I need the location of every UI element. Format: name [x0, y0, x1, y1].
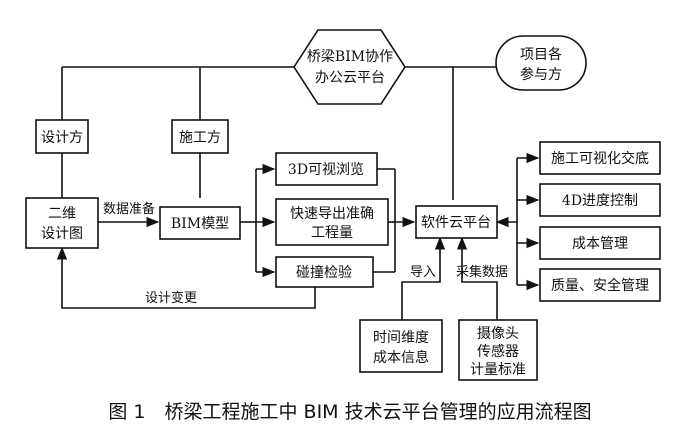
box: [539, 226, 661, 260]
3d-view-label: 3D可视浏览: [288, 162, 364, 178]
box: [275, 152, 378, 186]
node-quantity-export: 快速导出准确 工程量: [275, 198, 389, 246]
box: [159, 206, 241, 240]
figure-caption: 图 1 桥梁工程施工中 BIM 技术云平台管理的应用流程图: [108, 401, 591, 423]
time-cost-label-line2: 成本信息: [373, 349, 429, 366]
constructor-label: 施工方: [179, 130, 221, 146]
arrow-collect: [456, 236, 498, 320]
connectors: [56, 66, 542, 320]
box: [458, 319, 538, 381]
clash-label: 碰撞检验: [296, 265, 352, 281]
drawing-label-line1: 二维: [48, 206, 76, 222]
edge-label-data-prep: 数据准备: [103, 201, 155, 217]
4d-label: 4D进度控制: [562, 193, 638, 209]
quantity-label-line2: 工程量: [311, 225, 353, 241]
box: [539, 141, 661, 175]
hexagon-shape: [293, 29, 406, 105]
node-3d-view: 3D可视浏览: [275, 152, 378, 186]
participants-label-line2: 参与方: [520, 66, 562, 83]
node-out-disclosure: 施工可视化交底: [539, 141, 661, 175]
node-designer: 设计方: [35, 119, 89, 154]
quality-label: 质量、安全管理: [551, 277, 649, 294]
node-constructor: 施工方: [171, 119, 229, 154]
platform-label-line1: 桥梁BIM协作: [307, 49, 393, 65]
node-out-quality: 质量、安全管理: [539, 268, 661, 302]
box: [25, 197, 99, 249]
box: [539, 183, 661, 217]
node-software-cloud: 软件云平台: [415, 205, 498, 239]
drawing-label-line2: 设计图: [41, 226, 83, 242]
node-clash-check: 碰撞检验: [275, 256, 374, 288]
node-out-4d: 4D进度控制: [539, 183, 661, 217]
participants-label-line1: 项目各: [520, 47, 562, 63]
edge-label-collect: 采集数据: [456, 264, 508, 280]
quantity-label-line1: 快速导出准确: [290, 206, 374, 222]
rounded-shape: [495, 35, 587, 91]
disclosure-label: 施工可视化交底: [551, 150, 649, 167]
edge-label-design-change: 设计变更: [145, 290, 197, 306]
platform-label-line2: 办公云平台: [315, 70, 385, 86]
node-platform: 桥梁BIM协作 办公云平台: [293, 29, 406, 105]
node-participants: 项目各 参与方: [495, 35, 587, 91]
edge-label-import: 导入: [410, 265, 436, 280]
box: [359, 319, 443, 373]
arrow-design-change: [56, 246, 316, 309]
software-cloud-label: 软件云平台: [421, 215, 491, 231]
box: [171, 119, 229, 154]
designer-label: 设计方: [41, 130, 83, 146]
bim-model-label: BIM模型: [171, 216, 229, 232]
box: [539, 268, 661, 302]
sensors-label-line3: 计量标准: [470, 362, 526, 378]
box: [35, 119, 89, 154]
node-sensors: 摄像头 传感器 计量标准: [458, 319, 538, 381]
box: [275, 256, 374, 288]
node-time-cost: 时间维度 成本信息: [359, 319, 443, 373]
node-2d-drawing: 二维 设计图: [25, 197, 99, 249]
cost-label: 成本管理: [572, 236, 628, 252]
box: [415, 205, 498, 239]
sensors-label-line2: 传感器: [477, 343, 519, 360]
time-cost-label-line1: 时间维度: [373, 330, 429, 346]
arrow-import: [401, 236, 446, 320]
node-bim-model: BIM模型: [159, 206, 241, 240]
node-out-cost: 成本管理: [539, 226, 661, 260]
box: [275, 198, 389, 246]
sensors-label-line1: 摄像头: [477, 326, 519, 342]
